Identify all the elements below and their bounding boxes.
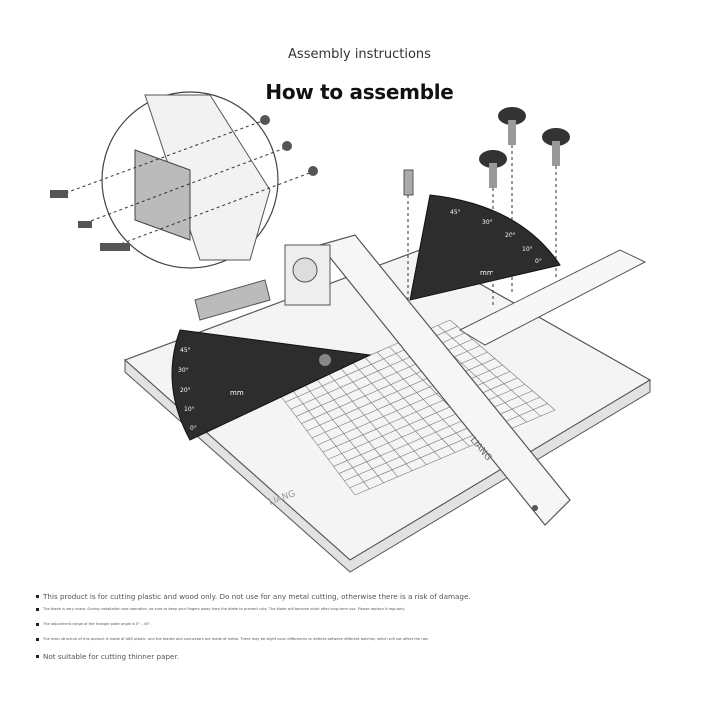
note-item: This product is for cutting plastic and …	[36, 592, 696, 607]
grid-line	[322, 371, 511, 453]
ruler-unit-right: mm	[480, 269, 494, 277]
left-protractor-label-45: 45°	[180, 347, 191, 354]
right-angle-plate: mm 45° 30° 20° 10° 0°	[409, 194, 561, 301]
hinge-pin	[194, 279, 271, 321]
subtitle: Assembly instructions	[288, 47, 431, 62]
note-item: The blade is very sharp. During installa…	[36, 607, 696, 622]
left-angle-plate: mm 45° 30° 20° 10° 0°	[171, 329, 372, 441]
left-protractor-label-10: 10°	[184, 406, 195, 413]
left-protractor-label-30: 30°	[178, 367, 189, 374]
grid-line	[344, 396, 541, 481]
left-protractor-label-0: 0°	[190, 425, 197, 432]
detail-callout	[50, 91, 318, 269]
right-protractor-label-20: 20°	[505, 232, 516, 239]
right-protractor-label-0: 0°	[535, 258, 542, 265]
notes-list: This product is for cutting plastic and …	[36, 592, 696, 667]
grid-line	[437, 325, 541, 417]
grid-line	[328, 377, 518, 460]
right-protractor-label-45: 45°	[450, 209, 461, 216]
grid-line	[333, 384, 526, 467]
screw-icon	[403, 169, 414, 196]
right-protractor-label-30: 30°	[482, 219, 493, 226]
grid-line	[349, 403, 548, 489]
right-protractor-label-10: 10°	[522, 246, 533, 253]
note-item: Not suitable for cutting thinner paper.	[36, 652, 696, 667]
grid-line	[354, 409, 556, 496]
knob-icon	[479, 107, 570, 188]
page-title: How to assemble	[265, 80, 454, 104]
grid-line	[338, 390, 533, 474]
slide-ruler	[458, 249, 647, 346]
note-item: The main structure of this product is ma…	[36, 637, 696, 652]
ruler-unit: mm	[230, 389, 244, 397]
left-protractor-label-20: 20°	[180, 387, 191, 394]
grid-line	[376, 351, 470, 447]
note-item: The adjustment range of the triangle pla…	[36, 622, 696, 637]
